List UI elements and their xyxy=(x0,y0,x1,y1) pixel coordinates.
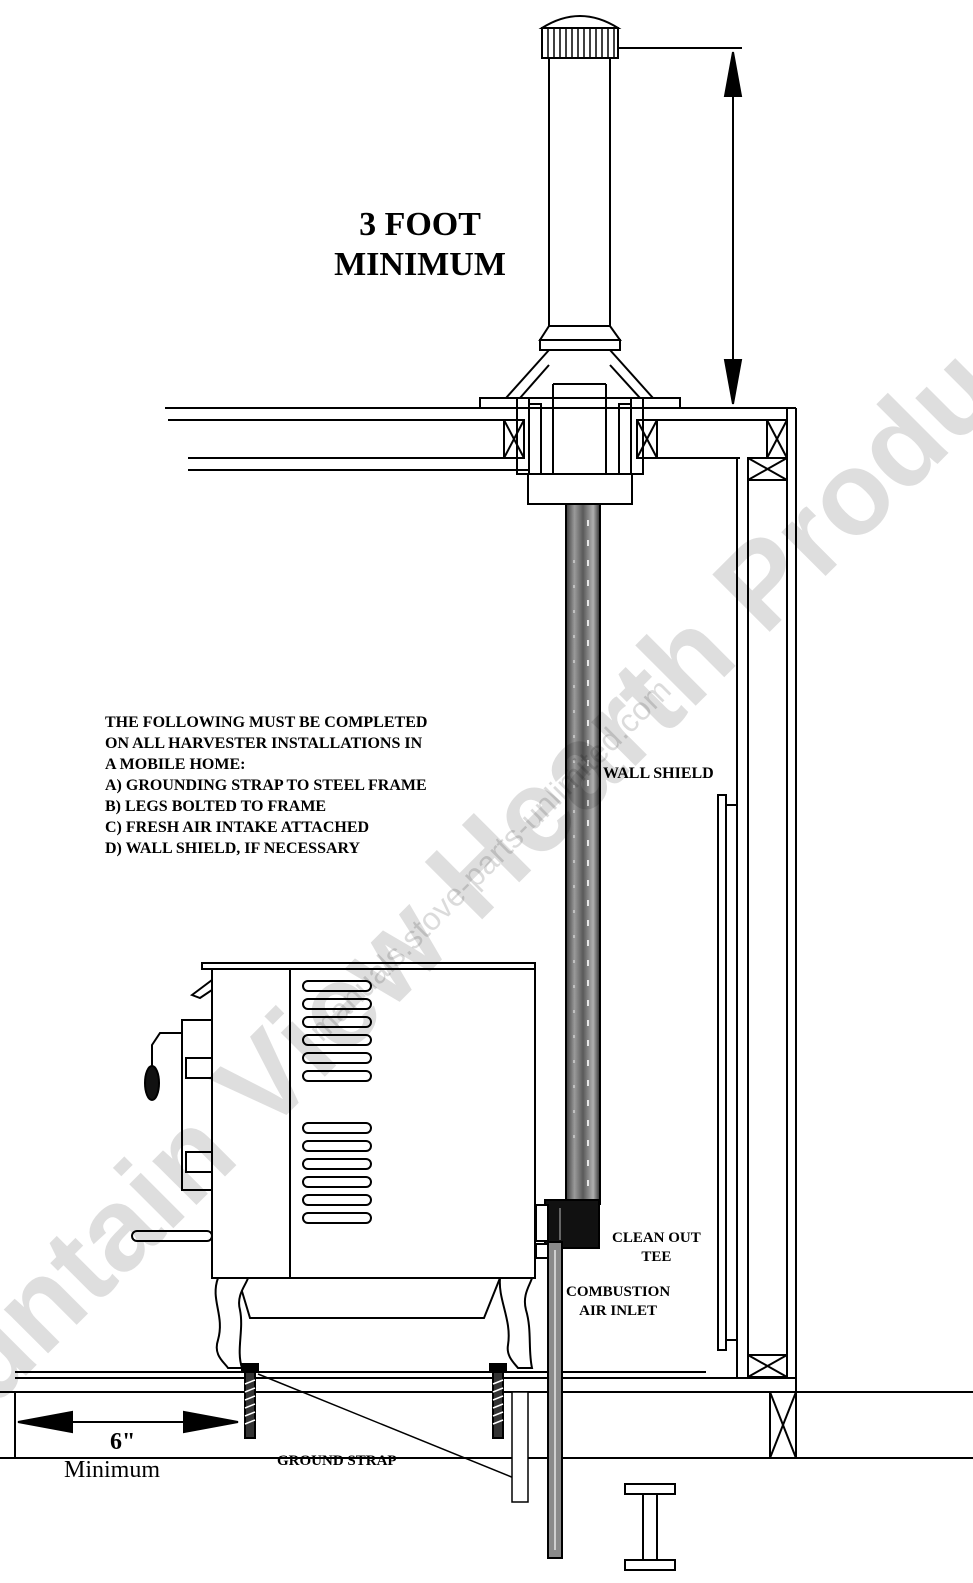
requirements-list: THE FOLLOWING MUST BE COMPLETED ON ALL H… xyxy=(105,714,428,857)
stove-pipe xyxy=(565,503,601,1205)
ground-strap-label: GROUND STRAP xyxy=(277,1453,397,1469)
steel-frame xyxy=(624,1483,676,1571)
height-dimension xyxy=(618,47,743,405)
clearance-dimension xyxy=(17,1410,239,1434)
floor-structure xyxy=(0,1371,973,1459)
clearance-label: Minimum xyxy=(64,1457,161,1483)
clean-out-tee-label: CLEAN OUT TEE xyxy=(612,1230,701,1265)
wall-structure xyxy=(736,408,797,1459)
combustion-air-inlet-label: COMBUSTION AIR INLET xyxy=(566,1284,671,1319)
leg-bolts xyxy=(241,1363,507,1439)
wall-shield xyxy=(717,794,737,1351)
combustion-air-pipe xyxy=(535,1241,563,1559)
height-requirement-label: 3 FOOT MINIMUM xyxy=(334,206,506,283)
stove xyxy=(131,962,536,1369)
roof-structure xyxy=(165,407,796,471)
ground-strap xyxy=(257,1373,529,1503)
clean-out-tee xyxy=(535,1199,600,1249)
clearance-value: 6" xyxy=(110,1429,136,1455)
chimney-pipe xyxy=(479,15,681,505)
wall-shield-label: WALL SHIELD xyxy=(603,765,714,782)
